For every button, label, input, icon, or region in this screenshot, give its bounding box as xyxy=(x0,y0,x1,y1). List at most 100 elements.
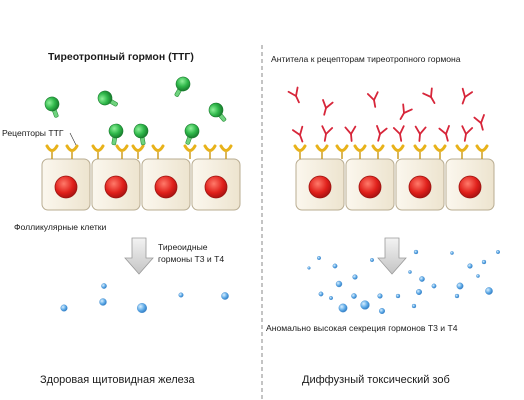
antibody-stem xyxy=(430,96,436,104)
antibody-arm xyxy=(292,129,301,136)
receptor-cup xyxy=(203,144,217,152)
tsh-hormone xyxy=(97,90,118,107)
antibody-arm xyxy=(461,125,467,135)
antibody-stem xyxy=(399,133,403,142)
thyroid-hormones-label-line2: гормоны Т3 и Т4 xyxy=(158,254,225,264)
hormone-head xyxy=(44,96,60,112)
antibody xyxy=(414,125,427,142)
antibody xyxy=(461,125,474,142)
hormone-molecule xyxy=(60,304,68,312)
antibody xyxy=(422,87,436,104)
cell-nucleus xyxy=(104,175,128,199)
antibody-arm xyxy=(366,93,375,101)
follicular-cells xyxy=(295,158,495,211)
antibody-arm xyxy=(430,87,433,98)
tsh-hormone xyxy=(133,123,149,146)
hormone-molecule xyxy=(450,251,454,255)
hormone-molecule xyxy=(456,282,464,290)
hormone-head xyxy=(133,123,149,139)
down-arrow xyxy=(124,237,154,275)
receptor-cup xyxy=(391,144,405,152)
antibody-arm xyxy=(325,101,334,109)
antibody-arm xyxy=(473,116,482,124)
tsh-hormone xyxy=(108,123,124,146)
antibody-arm xyxy=(399,125,405,135)
hormone-molecule xyxy=(329,296,334,301)
antibody xyxy=(366,91,379,108)
receptor-cup xyxy=(315,144,329,152)
follicular-cells xyxy=(41,158,241,211)
antibody xyxy=(392,125,405,142)
antibody-arm xyxy=(419,126,427,135)
receptor-cup xyxy=(335,144,349,152)
hormone-molecule xyxy=(496,249,501,254)
hormone-molecule xyxy=(352,274,358,280)
hormone-molecule xyxy=(454,293,460,299)
antibody-arm xyxy=(461,87,466,98)
hormone-head xyxy=(108,123,124,139)
antibody-stem xyxy=(373,99,377,108)
hormone-molecule xyxy=(411,303,417,309)
antibody-arm xyxy=(295,86,299,97)
antibody-stem xyxy=(323,133,327,142)
antibody-arm xyxy=(392,127,401,135)
receptor-cup xyxy=(45,144,59,152)
antibody xyxy=(376,125,388,142)
antibody xyxy=(473,114,485,131)
cell-nucleus xyxy=(408,175,432,199)
receptor-cup xyxy=(115,144,129,152)
cell-nucleus xyxy=(154,175,178,199)
hormone-molecule xyxy=(318,291,324,297)
receptor-cup xyxy=(219,144,233,152)
antibody-stem xyxy=(463,133,467,142)
antibody-stem xyxy=(323,107,327,116)
left-panel-title: Тиреотропный гормон (ТТГ) xyxy=(48,51,194,63)
antibody-arm xyxy=(465,127,474,135)
hormone-molecule xyxy=(485,287,493,295)
antibody xyxy=(438,125,450,142)
antibody-arm xyxy=(373,91,379,101)
receptor-cup xyxy=(413,144,427,152)
tsh-hormone xyxy=(184,123,200,145)
antibody-arm xyxy=(322,99,327,109)
antibody xyxy=(399,103,413,120)
receptor-cup xyxy=(65,144,79,152)
receptor-cup xyxy=(183,144,197,152)
tsh-receptors xyxy=(293,144,489,159)
antibody-stem xyxy=(377,133,381,142)
hormone-molecule xyxy=(317,256,322,261)
antibody xyxy=(287,86,300,104)
antibody-stem xyxy=(295,95,300,104)
right-panel-title: Антитела к рецепторам тиреотропного горм… xyxy=(271,54,461,64)
cell-nucleus xyxy=(308,175,332,199)
antibody-arm xyxy=(414,125,421,135)
antibody-arm xyxy=(344,126,352,135)
receptors-label: Рецепторы ТТГ xyxy=(2,128,64,138)
hormone-molecule xyxy=(338,303,348,313)
antibody-arm xyxy=(445,125,450,135)
antibody-arm xyxy=(376,125,381,135)
hormone-molecule xyxy=(413,249,419,255)
right-panel-caption: Диффузный токсический зоб xyxy=(302,374,450,386)
cell-nucleus xyxy=(358,175,382,199)
receptor-cup xyxy=(455,144,469,152)
hormone-molecule xyxy=(221,292,229,300)
left-panel-caption: Здоровая щитовидная железа xyxy=(40,374,195,386)
hormone-molecule xyxy=(377,293,383,299)
hormone-molecule xyxy=(307,266,311,270)
follicular-cells-label: Фолликулярные клетки xyxy=(14,222,107,232)
hormone-molecule xyxy=(370,258,375,263)
hormone-molecule xyxy=(481,259,487,265)
cell-nucleus xyxy=(54,175,78,199)
hormone-molecule xyxy=(476,274,480,278)
antibody-stem xyxy=(299,134,304,143)
hormone-molecule xyxy=(332,263,338,269)
hormone-molecule xyxy=(431,283,437,289)
thyroid-hormones-left xyxy=(60,283,229,314)
right-panel-artwork xyxy=(287,86,501,315)
antibody xyxy=(461,87,473,105)
antibody-arm xyxy=(402,103,405,114)
hormone-head xyxy=(208,102,224,118)
cell-nucleus xyxy=(204,175,228,199)
